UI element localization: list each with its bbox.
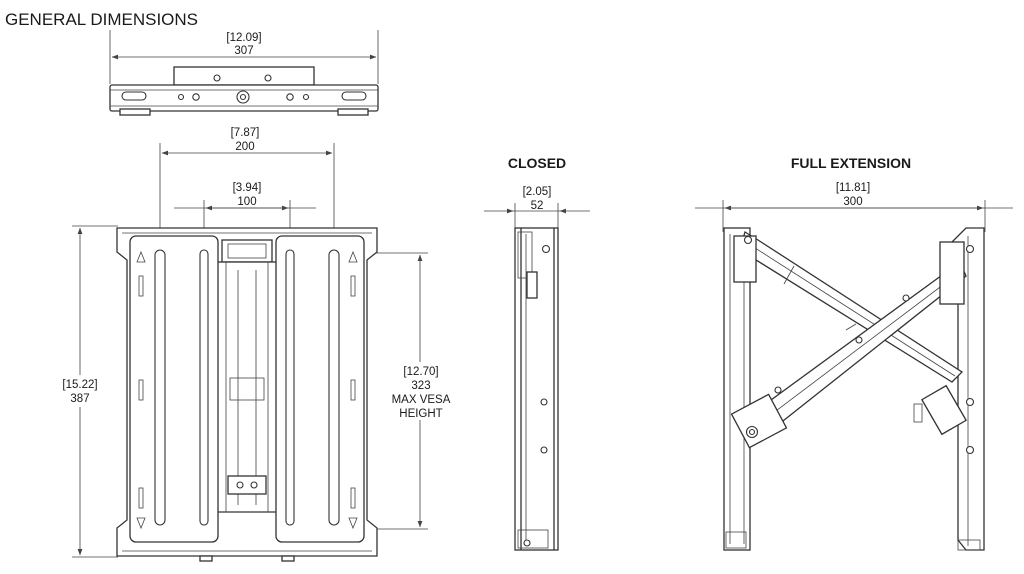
right-vertical-slot — [328, 249, 340, 526]
top-view: [12.09] 307 — [109, 30, 379, 116]
rail-slot — [341, 91, 367, 101]
full-extension-heading: FULL EXTENSION — [791, 155, 911, 171]
vesa-label-line-1: MAX VESA — [392, 394, 451, 406]
closed-view: CLOSED [2.05] 52 — [484, 155, 590, 551]
front-view: [7.87] 200 [3.94] 100 [15.22] 387 [12.70… — [58, 127, 454, 562]
vesa-label-line-2: HEIGHT — [399, 408, 442, 420]
full-extension-view: FULL EXTENSION [11.81] 300 — [695, 155, 1013, 551]
center-clamp — [221, 239, 273, 263]
top-bracket-plate — [173, 66, 315, 86]
extension-depth-mm-label: 300 — [843, 196, 862, 208]
left-vertical-slot — [154, 249, 166, 526]
outer-width-mm-label: 200 — [235, 141, 254, 153]
right-hanger-arm — [275, 235, 365, 543]
inner-width-in-label: [3.94] — [233, 182, 262, 194]
closed-depth-mm-label: 52 — [531, 200, 544, 212]
top-width-mm-label: 307 — [234, 45, 253, 57]
inner-width-mm-label: 100 — [237, 196, 256, 208]
closed-depth-in-label: [2.05] — [523, 186, 552, 198]
rail-slot — [121, 91, 147, 101]
page-title: GENERAL DIMENSIONS — [5, 10, 198, 29]
closed-heading: CLOSED — [508, 155, 566, 171]
height-in-label: [15.22] — [62, 379, 97, 391]
center-column — [213, 261, 281, 513]
extension-depth-in-label: [11.81] — [836, 182, 870, 194]
vesa-mm-label: 323 — [411, 380, 430, 392]
outer-width-in-label: [7.87] — [231, 127, 260, 139]
height-mm-label: 387 — [70, 393, 89, 405]
vesa-in-label: [12.70] — [403, 366, 438, 378]
top-width-in-label: [12.09] — [226, 32, 261, 44]
left-hanger-arm — [129, 235, 219, 543]
